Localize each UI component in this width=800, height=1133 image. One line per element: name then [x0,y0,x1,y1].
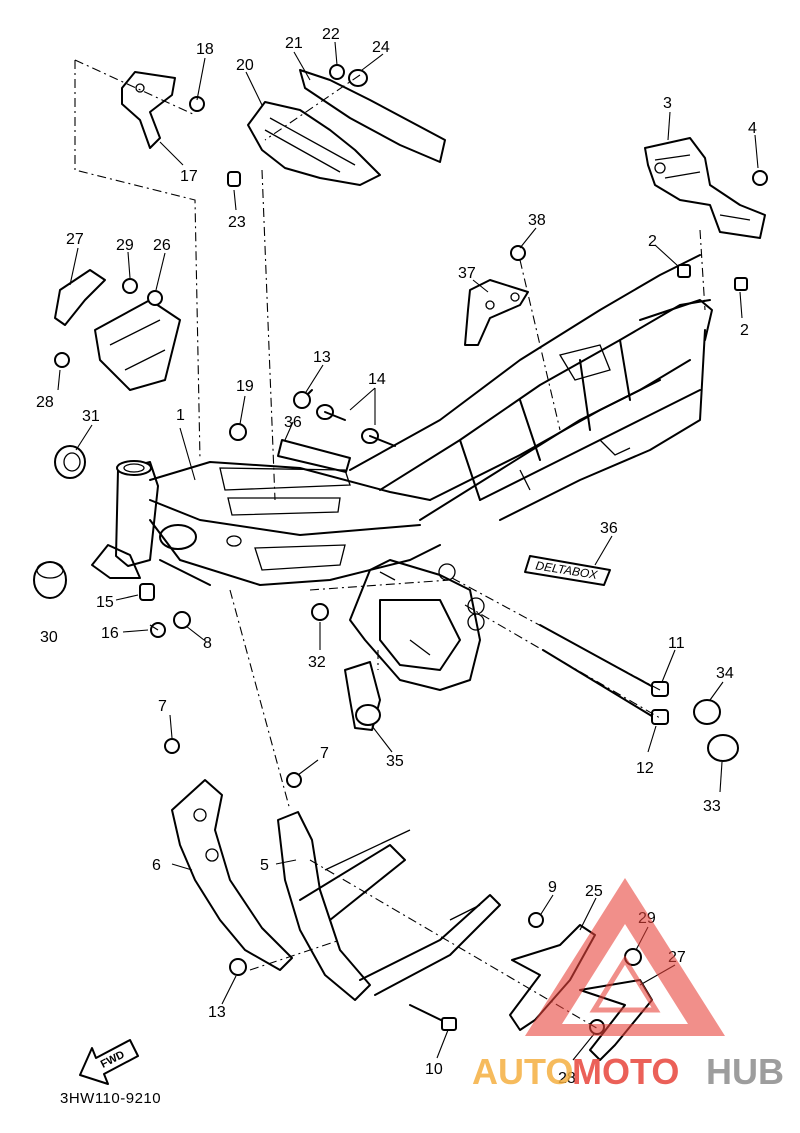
plate-21 [299,69,446,163]
callout-18: 18 [196,41,214,58]
main-frame [91,254,713,691]
fasteners [33,64,768,1035]
watermark-triangle-icon [525,878,725,1036]
callout-20: 20 [236,57,254,74]
callout-8: 8 [203,635,212,652]
callout-13-lower: 13 [208,1004,226,1021]
callout-5: 5 [260,857,269,874]
callout-15: 15 [96,594,114,611]
frame-emblem-upper [277,439,351,473]
callout-10: 10 [425,1061,443,1078]
callout-28-upper: 28 [36,394,54,411]
callout-9: 9 [548,879,557,896]
watermark-auto: AUTO [472,1051,573,1092]
callout-7-right: 7 [320,745,329,762]
automotohub-watermark: AUTO MOTO HUB [472,878,784,1092]
diagram-reference-code: 3HW110-9210 [60,1090,162,1107]
callout-19: 19 [236,378,254,395]
callout-16: 16 [101,625,119,642]
callout-29-upper: 29 [116,237,134,254]
callout-7-left: 7 [158,698,167,715]
mount-35 [344,661,381,731]
callout-labels: 1 2 2 3 4 5 6 7 7 8 9 10 11 12 13 13 14 … [36,26,757,1087]
callout-32: 32 [308,654,326,671]
engine-mount-5 [277,811,501,1001]
upper-bracket-17 [121,71,176,149]
callout-22: 22 [322,26,340,43]
bracket-26-27 [54,269,181,391]
callout-2-right: 2 [740,322,749,339]
callout-36-emblem: 36 [600,520,618,537]
callout-2-upper: 2 [648,233,657,250]
bracket-37 [464,279,529,346]
deltabox-emblem: DELTABOX [524,555,611,586]
fwd-label: FWD [99,1049,127,1071]
watermark-hub: HUB [706,1051,784,1092]
callout-35: 35 [386,753,404,770]
callout-37: 37 [458,265,476,282]
callout-12: 12 [636,760,654,777]
callout-27-upper: 27 [66,231,84,248]
engine-mount-6 [171,779,293,971]
callout-31: 31 [82,408,100,425]
callout-17: 17 [180,168,198,185]
callout-28-lower: 28 [558,1070,576,1087]
callout-26: 26 [153,237,171,254]
callout-24: 24 [372,39,390,56]
fwd-arrow-icon: FWD [79,1039,139,1085]
callout-30: 30 [40,629,58,646]
callout-34: 34 [716,665,734,682]
callout-21: 21 [285,35,303,52]
callout-3: 3 [663,95,672,112]
callout-23: 23 [228,214,246,231]
callout-11: 11 [668,635,685,652]
callout-36-upper: 36 [284,414,302,431]
callout-38: 38 [528,212,546,229]
callout-6: 6 [152,857,161,874]
watermark-moto: MOTO [572,1051,679,1092]
callout-14: 14 [368,371,386,388]
rear-bracket-3 [644,137,766,239]
callout-1: 1 [176,407,185,424]
callout-4: 4 [748,120,757,137]
callout-13-upper: 13 [313,349,331,366]
callout-25: 25 [585,883,603,900]
cover-20 [247,101,381,186]
leader-lines [57,41,759,1061]
callout-33: 33 [703,798,721,815]
